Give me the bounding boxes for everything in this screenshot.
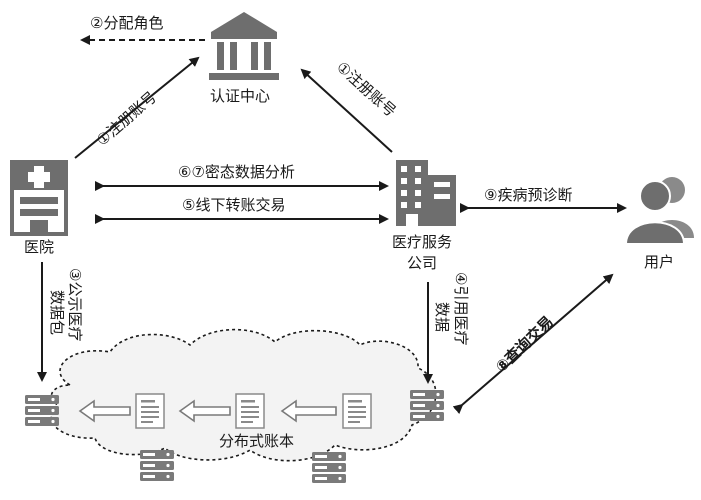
- ledger-server-bottom-left-icon: [140, 450, 174, 481]
- chain-link-arrow: [178, 399, 231, 423]
- company-label-line1: 医疗服务: [392, 233, 453, 251]
- hospital-label: 医院: [24, 238, 55, 256]
- edge-query-tx: [452, 273, 614, 415]
- assign-role-label: ②分配角色: [90, 14, 164, 32]
- data-package-icon: [235, 393, 265, 429]
- ledger-server-bottom-right-icon: [312, 452, 346, 483]
- chain-link-arrow: [78, 399, 131, 423]
- cipher-analysis-label: ⑥⑦密态数据分析: [178, 163, 295, 181]
- cite-data-label-line2: 数据: [433, 302, 451, 333]
- ledger-server-left-icon: [25, 395, 59, 426]
- bank-icon: [209, 12, 279, 80]
- ledger-server-right-icon: [410, 390, 444, 421]
- publish-package-label-line1: ③公示医疗: [66, 268, 84, 342]
- company-label-line2: 公司: [407, 254, 438, 272]
- chain-link-arrow: [280, 399, 337, 423]
- edge-hospital-register: [74, 56, 200, 159]
- diagnosis-label: ⑨疾病预诊断: [484, 186, 573, 204]
- auth-center-label: 认证中心: [210, 87, 271, 105]
- company-building-icon: [396, 160, 456, 226]
- data-package-icon: [342, 393, 372, 429]
- publish-package-label-line2: 数据包: [48, 290, 66, 336]
- user-label: 用户: [644, 253, 675, 271]
- offline-transfer-label: ⑤线下转账交易: [182, 196, 286, 214]
- edge-company-register: [300, 68, 393, 153]
- data-package-icon: [135, 393, 165, 429]
- users-icon: [624, 177, 694, 245]
- ledger-label: 分布式账本: [219, 432, 295, 450]
- cite-data-label-line1: ④引用医疗: [452, 272, 470, 346]
- hospital-icon: [10, 160, 68, 236]
